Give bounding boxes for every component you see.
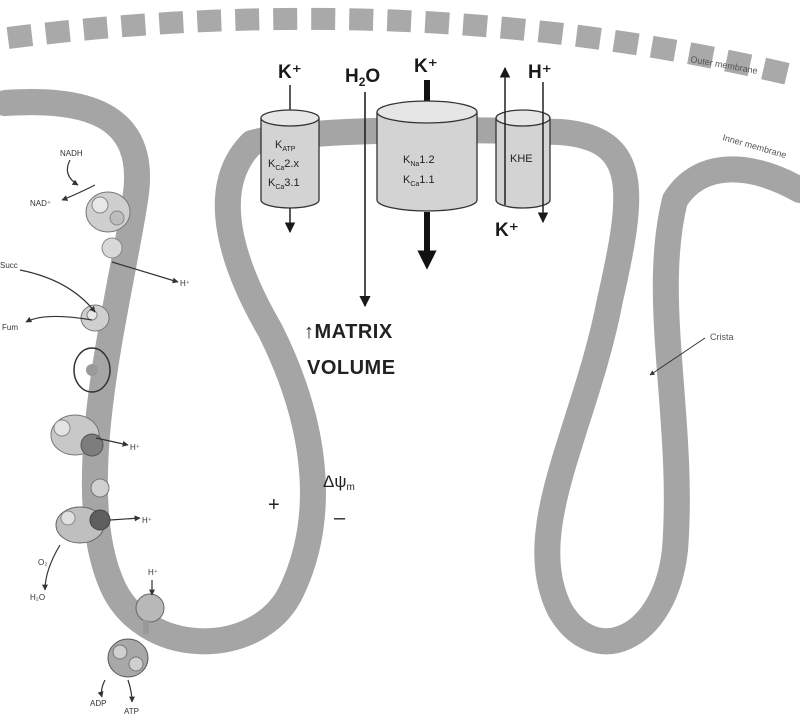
- nad-label: NAD⁺: [30, 199, 51, 208]
- matrix-volume-line1: ↑MATRIX: [304, 321, 393, 343]
- kca3-label: KCa3.1: [268, 177, 300, 191]
- channel-katp: KATP KCa2.x KCa3.1: [260, 85, 320, 234]
- minus-sign: –: [334, 507, 346, 529]
- nadh-label: NADH: [60, 149, 83, 158]
- matrix-volume-line2: VOLUME: [307, 357, 396, 379]
- h-label-4: H⁺: [148, 568, 158, 577]
- katp-label: KATP: [275, 139, 296, 153]
- h-ion-right: H⁺: [528, 62, 552, 83]
- kca11-label: KCa1.1: [403, 174, 435, 188]
- cristae-label: Crista: [710, 332, 734, 342]
- channel-kna-kca: KNa1.2 KCa1.1: [376, 80, 478, 270]
- atp-label: ATP: [124, 707, 139, 716]
- k-ion-center: K⁺: [414, 56, 438, 77]
- etc-labels: NADH NAD⁺ H⁺ Succ Fum H⁺ H⁺ O₂ H₂O H⁺ AD…: [0, 149, 190, 716]
- etc-arrows: [19, 159, 179, 703]
- o2-label: O₂: [38, 558, 47, 567]
- channel-khe: KHE: [495, 66, 551, 224]
- khe-label: KHE: [510, 153, 533, 165]
- complex-iii-icon: [50, 414, 104, 457]
- inner-membrane-label: Inner membrane: [721, 132, 787, 160]
- cytochrome-c-icon: [90, 478, 110, 498]
- complex-ii-icon: [80, 304, 110, 332]
- atp-synthase-icon: [107, 593, 165, 678]
- h-label-3: H⁺: [142, 516, 152, 525]
- etc-complexes: [50, 191, 165, 678]
- outer-membrane: [6, 7, 795, 86]
- plus-sign: +: [268, 494, 280, 516]
- water-label: H2O: [345, 66, 380, 89]
- k-ion-left: K⁺: [278, 62, 302, 83]
- kca2-label: KCa2.x: [268, 158, 299, 172]
- kna12-label: KNa1.2: [403, 154, 435, 168]
- succ-label: Succ: [0, 261, 18, 270]
- inner-membrane: [0, 89, 800, 655]
- q-cycle-icon: [73, 347, 111, 393]
- fum-label: Fum: [2, 323, 18, 332]
- complex-iv-icon: [55, 506, 111, 544]
- k-ion-bottom-right: K⁺: [495, 220, 519, 241]
- h-label-1: H⁺: [180, 279, 190, 288]
- adp-label: ADP: [90, 699, 106, 708]
- h-label-2: H⁺: [130, 443, 140, 452]
- delta-psi-label: Δψm: [323, 472, 355, 493]
- complex-i-icon: [85, 191, 131, 259]
- cristae-pointer: [649, 337, 706, 376]
- h2o-label: H₂O: [30, 593, 45, 602]
